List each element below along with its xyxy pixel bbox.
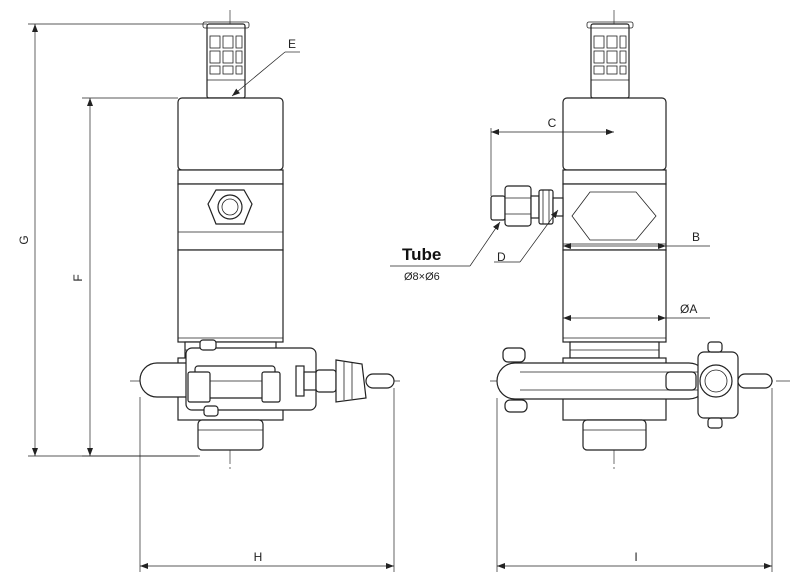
dimension-label-f: F: [71, 274, 85, 281]
tube-title: Tube: [402, 245, 441, 264]
side-port: [207, 189, 253, 225]
breather-cap: [202, 21, 250, 99]
leader-d: D: [494, 209, 559, 264]
dimension-label-g: G: [17, 235, 31, 244]
tube-fitting: [490, 185, 564, 227]
dimension-b: B: [563, 230, 710, 249]
dimension-label-c: C: [548, 116, 557, 130]
dimension-label-d: D: [497, 250, 506, 264]
leader-e: E: [231, 37, 300, 97]
front-view: G F E H: [17, 10, 400, 572]
dimension-label-i: I: [634, 550, 637, 564]
dimension-i: I: [496, 388, 773, 572]
dimension-c: C: [490, 116, 614, 196]
dimension-label-b: B: [692, 230, 700, 244]
breather-cap-side: [586, 21, 634, 99]
tube-annotation: Tube Ø8×Ø6: [390, 221, 501, 283]
tube-size: Ø8×Ø6: [404, 271, 440, 283]
dimension-label-a: ØA: [680, 302, 697, 316]
dimension-label-e: E: [288, 37, 296, 51]
dimension-a: ØA: [563, 302, 710, 321]
side-view: C B ØA D Tube Ø8×Ø6: [390, 10, 790, 572]
clamp-assembly: [139, 339, 395, 417]
clamp-assembly-side: [496, 341, 773, 429]
dimension-h: H: [139, 388, 395, 572]
dimension-label-h: H: [254, 550, 263, 564]
